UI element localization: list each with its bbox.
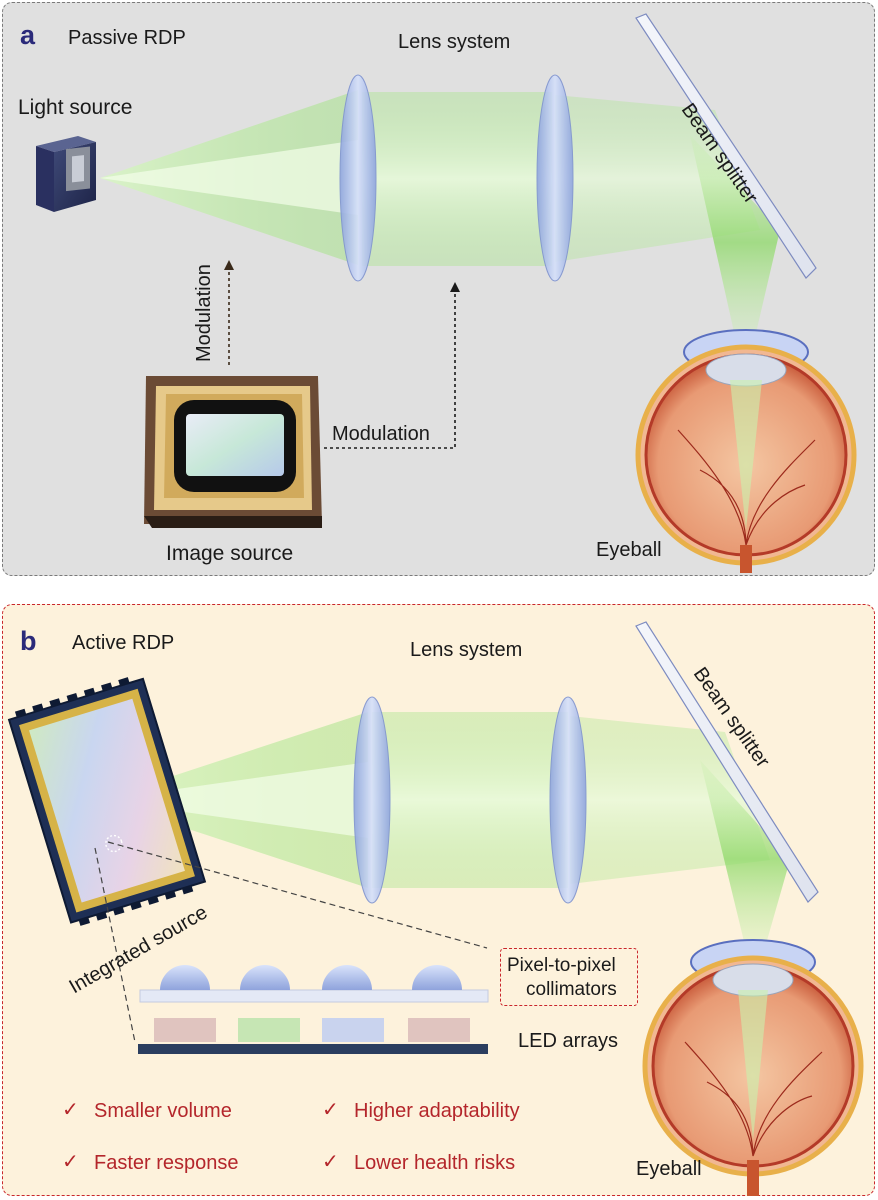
lens-b-2 <box>549 696 587 904</box>
advantage-lower-health-risks: Lower health risks <box>354 1152 516 1174</box>
beam-to-splitter-a <box>555 95 760 262</box>
beam-splitter-b <box>635 621 819 903</box>
check-icon: ✓ <box>322 1151 339 1173</box>
beam-down-a <box>690 135 780 350</box>
beam-down-b <box>700 760 790 958</box>
lens-b-1 <box>353 696 391 904</box>
label-modulation-vertical: Modulation <box>193 264 215 362</box>
check-icon: ✓ <box>62 1099 79 1121</box>
label-collimators-line1: Pixel-to-pixel <box>507 955 616 976</box>
lens-a-1 <box>339 74 377 282</box>
label-collimators-line2: collimators <box>526 979 617 1000</box>
panel-a-graphics <box>36 13 857 573</box>
label-led-arrays: LED arrays <box>518 1030 619 1052</box>
label-eyeball-b: Eyeball <box>636 1158 702 1180</box>
lens-a-2 <box>536 74 574 282</box>
eyeball-b <box>642 939 864 1196</box>
beam-cone-b-core <box>100 762 368 838</box>
label-lens-system-b: Lens system <box>410 639 523 661</box>
panel-b-letter: b <box>20 626 37 656</box>
label-eyeball-a: Eyeball <box>596 539 662 561</box>
eyeball-a <box>635 329 857 573</box>
advantage-smaller-volume: Smaller volume <box>94 1100 232 1122</box>
beam-collimated-a <box>362 92 552 266</box>
collimators-callout <box>500 948 638 1006</box>
beam-splitter-a <box>635 13 817 279</box>
label-modulation-horizontal: Modulation <box>332 423 430 445</box>
integrated-source-chip <box>7 677 207 926</box>
image-source-chip <box>144 376 322 528</box>
advantage-faster-response: Faster response <box>94 1152 239 1174</box>
panel-a-letter: a <box>20 20 36 50</box>
advantage-higher-adaptability: Higher adaptability <box>354 1100 520 1122</box>
led-collimator-detail <box>138 965 489 1054</box>
check-icon: ✓ <box>62 1151 79 1173</box>
panel-b-graphics <box>7 621 864 1196</box>
label-image-source: Image source <box>166 542 294 565</box>
beam-collimated-b <box>372 712 568 888</box>
light-source-cube <box>36 136 96 212</box>
panel-b-title: Active RDP <box>72 632 175 654</box>
panel-a-title: Passive RDP <box>68 27 186 49</box>
beam-cone-a-core <box>100 140 358 215</box>
label-lens-system-a: Lens system <box>398 31 511 53</box>
label-light-source: Light source <box>18 96 133 119</box>
check-icon: ✓ <box>322 1099 339 1121</box>
